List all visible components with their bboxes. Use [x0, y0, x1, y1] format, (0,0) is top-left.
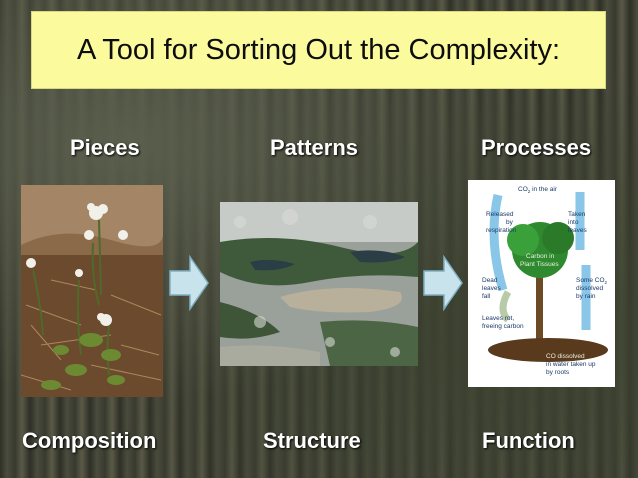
- diagram-freeing-carbon: freeing carbon: [482, 323, 524, 330]
- arrow-right-icon: [423, 254, 463, 312]
- plant-photo-art: [21, 185, 163, 397]
- diagram-by-roots: by roots: [546, 369, 570, 376]
- footer-function: Function: [482, 428, 575, 453]
- arrow-right-icon: [169, 254, 209, 312]
- diagram-taken: Taken: [568, 211, 586, 218]
- diagram-dissolved: dissolved: [576, 285, 603, 292]
- aerial-landscape-art: [220, 202, 418, 366]
- diagram-by-rain: by rain: [576, 293, 596, 300]
- diagram-plant-tissues: Plant Tissues: [520, 261, 559, 268]
- slide-title: A Tool for Sorting Out the Complexity:: [76, 33, 561, 66]
- heading-patterns: Patterns: [270, 135, 359, 160]
- diagram-carbon-in: Carbon in: [526, 253, 555, 260]
- heading-processes: Processes: [481, 135, 592, 160]
- aerial-landscape-photo: [220, 202, 418, 366]
- plant-photo: [21, 185, 163, 397]
- carbon-cycle-art: CO2 in the air Released by respiration T…: [482, 186, 608, 376]
- diagram-fall: fall: [482, 293, 491, 300]
- diagram-into: into: [568, 219, 579, 226]
- diagram-co2-air: CO2 in the air: [518, 186, 558, 194]
- diagram-by: by: [506, 219, 514, 226]
- diagram-some-co2: Some CO2: [576, 277, 608, 285]
- diagram-leaves: leaves: [568, 227, 588, 234]
- diagram-in-water: in water taken up: [546, 361, 596, 368]
- diagram-dead-leaves: leaves: [482, 285, 502, 292]
- diagram-respiration: respiration: [486, 227, 517, 234]
- heading-pieces: Pieces: [70, 135, 140, 160]
- diagram-leaves-rot: Leaves rot,: [482, 315, 514, 322]
- diagram-released: Released: [486, 211, 514, 218]
- footer-composition: Composition: [22, 428, 157, 453]
- title-box: A Tool for Sorting Out the Complexity:: [31, 11, 606, 89]
- footer-structure: Structure: [263, 428, 361, 453]
- diagram-co2-dissolved: CO dissolved: [546, 353, 585, 360]
- diagram-dead: Dead: [482, 277, 498, 284]
- carbon-cycle-diagram: CO2 in the air Released by respiration T…: [468, 180, 615, 387]
